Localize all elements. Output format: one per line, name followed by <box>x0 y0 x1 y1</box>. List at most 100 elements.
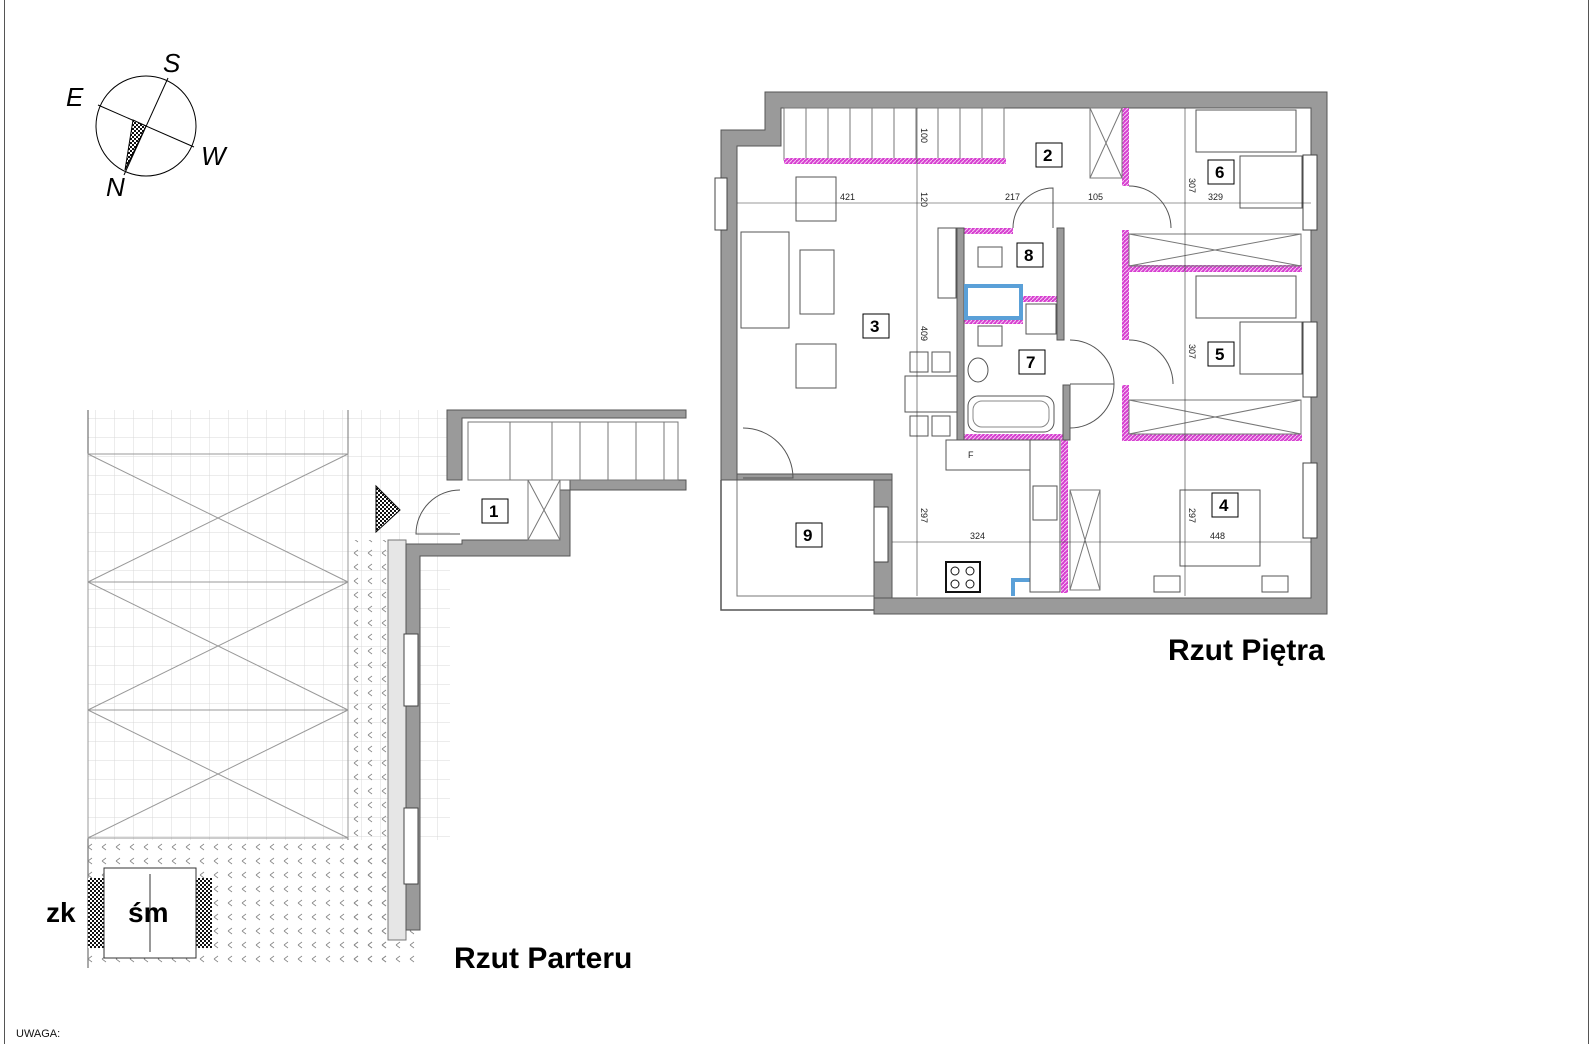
outer-wall <box>720 91 1328 615</box>
dim-421: 421 <box>840 192 855 202</box>
bed <box>1195 275 1297 319</box>
insulation-wall <box>963 318 1023 324</box>
compass-label-n: N <box>106 172 125 202</box>
kitchen-counter <box>945 439 1031 471</box>
compass-label-s: S <box>163 48 181 78</box>
room-number: 7 <box>1026 353 1035 372</box>
compass-label-e: E <box>66 82 84 112</box>
ground-wall <box>446 409 687 481</box>
room-number: 4 <box>1219 496 1229 515</box>
dim-100: 100 <box>919 128 929 143</box>
chair <box>931 351 951 373</box>
bathtub <box>967 395 1055 433</box>
door-swing <box>742 427 794 479</box>
sm-label: śm <box>128 897 168 928</box>
dim-324: 324 <box>970 531 985 541</box>
room-label-3: 3 <box>862 313 890 339</box>
insulation-wall <box>1122 434 1302 441</box>
room-label-8: 8 <box>1016 242 1044 268</box>
nightstand <box>1153 575 1181 593</box>
door-swing <box>1128 339 1174 385</box>
stairs <box>783 107 1005 161</box>
insulation-wall <box>1122 230 1129 340</box>
compass: S E W N <box>66 48 228 202</box>
wall <box>1056 227 1065 341</box>
room-number: 9 <box>803 526 812 545</box>
upper-floor-plan: F <box>714 91 1328 667</box>
bathtub-inner <box>972 400 1050 428</box>
wall-9-top <box>736 473 893 481</box>
stove-burner <box>950 566 960 576</box>
terrace-area <box>87 453 349 839</box>
stove-burner <box>965 566 975 576</box>
room-number: 2 <box>1043 146 1052 165</box>
dining-table <box>904 375 958 413</box>
coffee-table <box>799 249 835 315</box>
door-swing <box>1069 339 1115 385</box>
stove-burner <box>950 579 960 589</box>
armchair <box>795 176 837 222</box>
fridge-label: F <box>968 450 974 460</box>
window <box>1302 321 1318 398</box>
insulation-stair <box>784 158 1006 164</box>
wardrobe <box>1128 399 1302 435</box>
room-label-5: 5 <box>1207 341 1235 367</box>
insulation-wall <box>1122 108 1129 186</box>
shower <box>1025 303 1057 335</box>
dim-297-left: 297 <box>919 508 929 523</box>
ground-wardrobe <box>527 479 561 541</box>
armchair <box>795 343 837 389</box>
dim-409: 409 <box>919 326 929 341</box>
insulation-wall <box>1061 440 1068 593</box>
dim-297-right: 297 <box>1187 508 1197 523</box>
room-label-2: 2 <box>1035 142 1063 168</box>
room-label-1: 1 <box>481 498 509 524</box>
frame-border-right <box>1588 0 1589 1044</box>
dim-307-top: 307 <box>1187 178 1197 193</box>
room-label-7: 7 <box>1018 349 1046 375</box>
room-label-4: 4 <box>1211 492 1239 518</box>
door-swing <box>1128 185 1172 229</box>
sofa <box>740 231 790 329</box>
upper-floor-title: Rzut Piętra <box>1168 634 1325 667</box>
room-label-9: 9 <box>795 522 823 548</box>
insulation-wall <box>963 434 1068 440</box>
wardrobe <box>1089 107 1123 179</box>
dim-105: 105 <box>1088 192 1103 202</box>
bed <box>1195 109 1297 153</box>
dim-329: 329 <box>1208 192 1223 202</box>
room-number: 5 <box>1215 345 1224 364</box>
desk <box>1239 155 1303 209</box>
insulation-wall <box>963 228 1013 234</box>
entry-arrow <box>375 484 401 534</box>
chair <box>931 415 951 437</box>
compass-circle <box>95 75 197 177</box>
wall <box>956 227 965 441</box>
toilet <box>977 325 1003 347</box>
room-number: 6 <box>1215 163 1224 182</box>
balcony-inner <box>736 480 874 597</box>
compass-needle <box>124 119 147 171</box>
door-swing <box>1012 187 1054 229</box>
stove <box>945 561 981 593</box>
insulation-wall <box>1122 265 1302 272</box>
ground-floor-plan: 1 zk śm Rzut Parteru <box>46 409 687 975</box>
kitchen-sink <box>1032 485 1058 521</box>
dimension-lines <box>737 108 1311 596</box>
cabinet <box>937 227 957 299</box>
zk-label: zk <box>46 897 76 928</box>
path-strip <box>387 539 407 941</box>
room-number: 8 <box>1024 246 1033 265</box>
bin-shelter-hatch <box>196 878 212 948</box>
window <box>873 506 889 563</box>
water-pipe <box>964 284 1023 320</box>
desk <box>1239 321 1303 375</box>
wardrobe <box>1128 233 1302 267</box>
room-label-6: 6 <box>1207 159 1235 185</box>
sink <box>967 357 989 383</box>
room-number: 3 <box>870 317 879 336</box>
toilet <box>977 246 1003 268</box>
nightstand <box>1261 575 1289 593</box>
bin-shelter-hatch <box>88 878 104 948</box>
